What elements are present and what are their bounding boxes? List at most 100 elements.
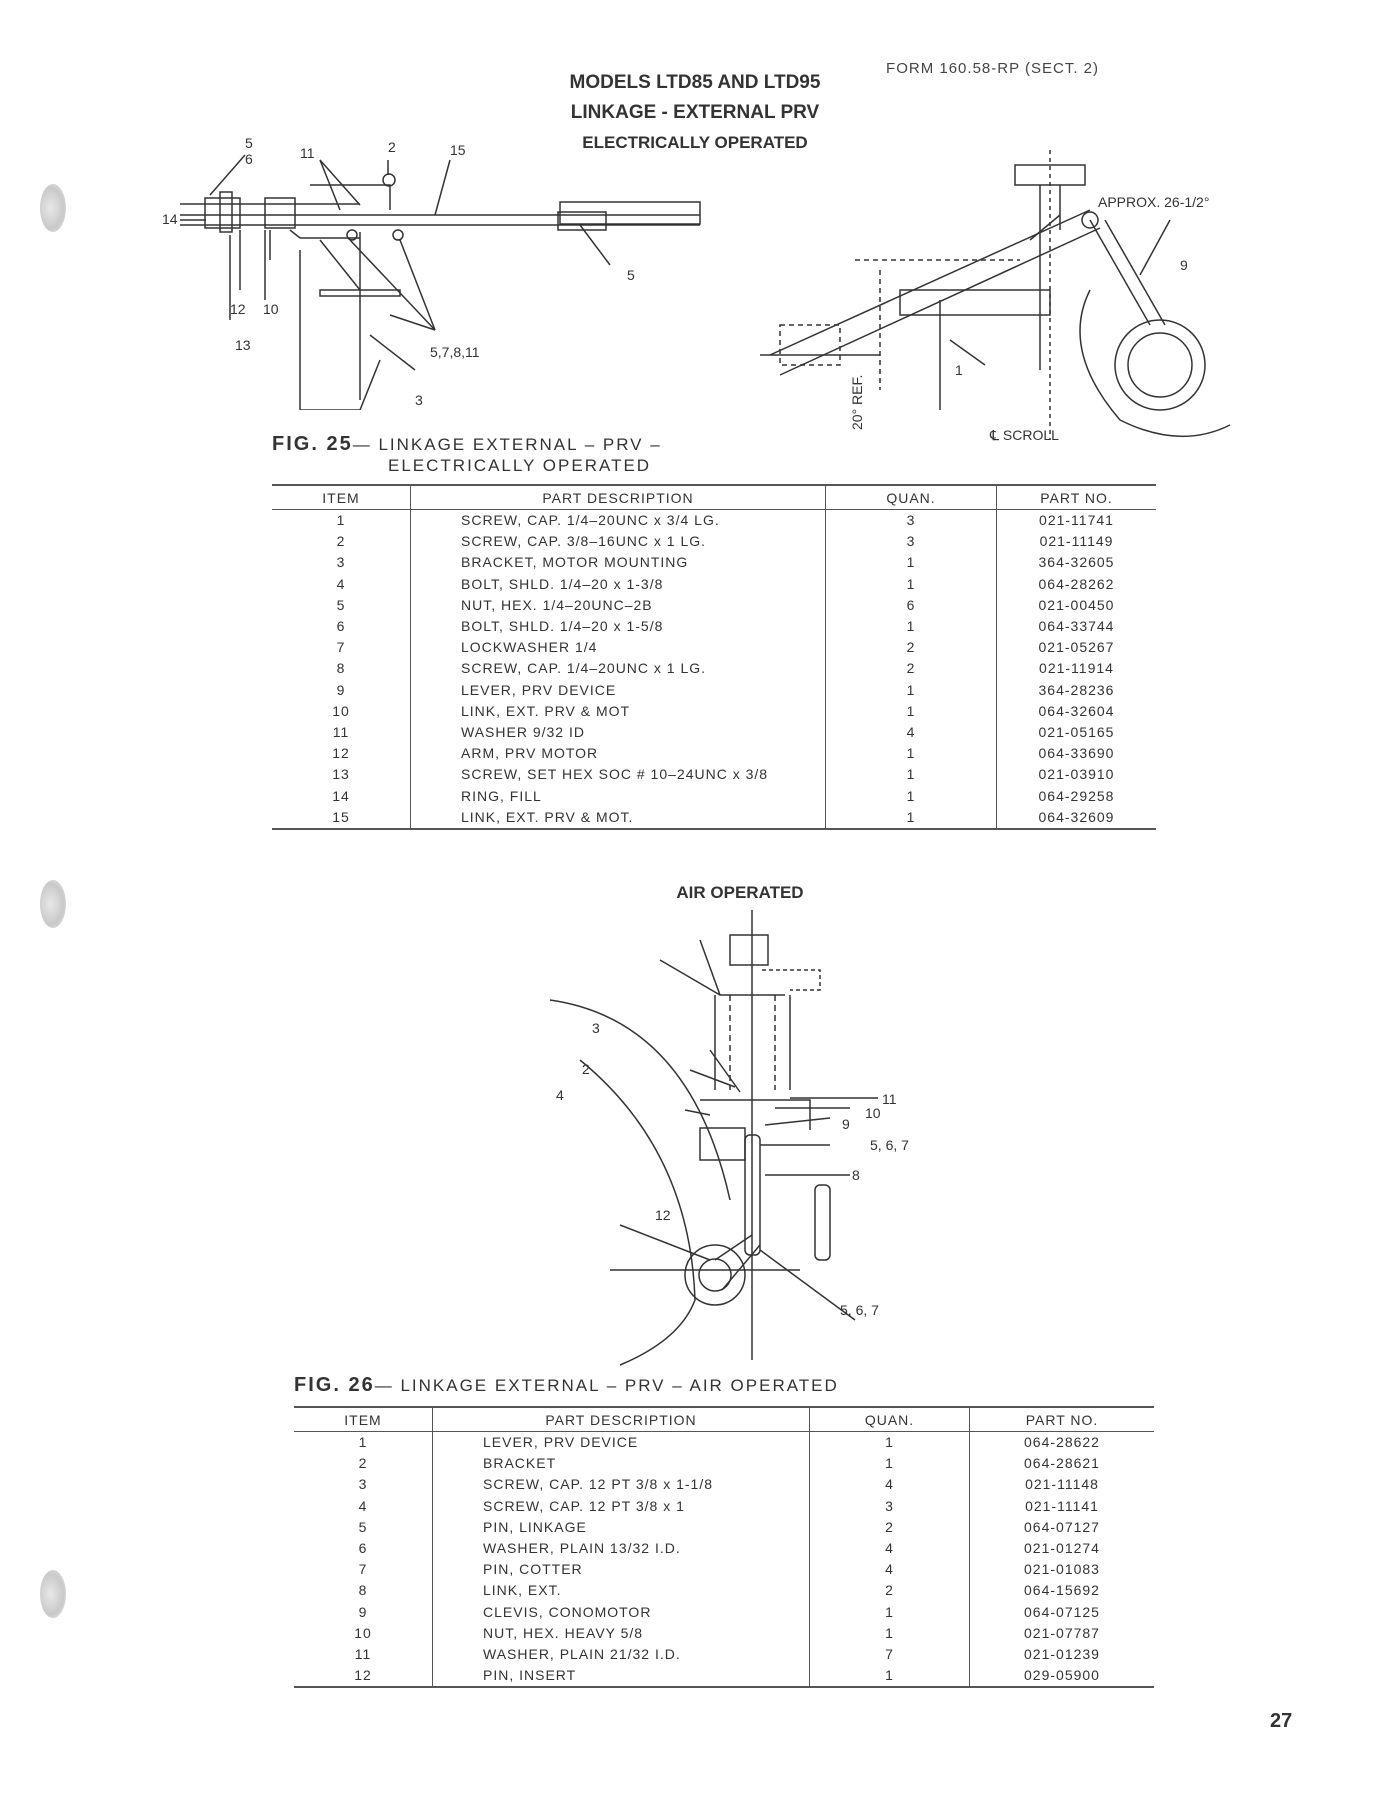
fig25-callout-5-right: 5 xyxy=(627,267,635,283)
cell-quantity: 2 xyxy=(825,637,997,659)
fig26-callout-4: 4 xyxy=(556,1087,564,1103)
cell-item: 5 xyxy=(336,596,346,613)
cell-item: 2 xyxy=(358,1455,368,1472)
cell-item: 13 xyxy=(332,766,350,783)
cell-quantity: 4 xyxy=(809,1474,970,1496)
cell-quantity: 3 xyxy=(825,531,997,553)
col-header-part-no: PART NO. xyxy=(969,1406,1154,1432)
fig26-title: AIR OPERATED xyxy=(676,883,804,902)
cell-description: LINK, EXT. PRV & MOT. xyxy=(410,806,826,831)
cell-item: 12 xyxy=(294,1665,433,1689)
cell-description: RING, FILL xyxy=(410,785,826,807)
binder-hole-bottom xyxy=(40,1570,66,1618)
fig26-callout-11: 11 xyxy=(882,1091,897,1107)
cell-item: 6 xyxy=(336,618,346,635)
cell-quantity: 7 xyxy=(809,1644,970,1666)
cell-description: PIN, INSERT xyxy=(432,1665,810,1689)
fig26-callout-9: 9 xyxy=(842,1116,850,1132)
cell-quantity: 1 xyxy=(825,700,997,723)
binder-hole-top xyxy=(40,184,66,232)
cell-quantity: 1 xyxy=(809,1453,970,1475)
cell-part-no: 021-01239 xyxy=(969,1644,1154,1666)
cell-part-no: 021-11914 xyxy=(996,658,1156,680)
fig26-caption-text: LINKAGE EXTERNAL – PRV – AIR OPERATED xyxy=(400,1376,839,1395)
cell-item: 9 xyxy=(336,681,346,698)
cell-description: LOCKWASHER 1/4 xyxy=(410,637,826,659)
cell-item: 1 xyxy=(358,1434,368,1450)
fig25-left-drawing: 5 6 11 2 15 14 12 10 13 5,7,8,11 3 5 xyxy=(162,135,701,410)
cell-item: 10 xyxy=(332,702,350,719)
fig25-callout-5: 5 xyxy=(245,135,253,151)
cell-quantity: 1 xyxy=(825,679,997,701)
col-header-description: PART DESCRIPTION xyxy=(432,1406,810,1432)
cell-part-no: 064-28262 xyxy=(996,573,1156,595)
cell-part-no: 064-15692 xyxy=(969,1580,1154,1602)
cell-part-no: 064-33744 xyxy=(996,616,1156,638)
cell-part-no: 064-28621 xyxy=(969,1453,1154,1475)
fig25-callout-9: 9 xyxy=(1180,257,1188,273)
fig25-angle-label: APPROX. 26-1/2° xyxy=(1098,194,1209,210)
fig26-callout-5-6-7-bottom: 5, 6, 7 xyxy=(840,1302,879,1318)
cell-item: 8 xyxy=(358,1582,368,1599)
cell-description: WASHER, PLAIN 21/32 I.D. xyxy=(432,1644,810,1666)
fig25-callout-13: 13 xyxy=(235,337,251,353)
cell-description: SCREW, CAP. 12 PT 3/8 x 1-1/8 xyxy=(432,1474,810,1496)
cell-item: 11 xyxy=(332,724,350,741)
fig25-callout-1: 1 xyxy=(955,362,963,378)
cell-quantity: 1 xyxy=(825,806,997,831)
cell-item: 12 xyxy=(332,745,350,762)
fig25-callout-5-7-8-11: 5,7,8,11 xyxy=(430,344,480,360)
page-number: 27 xyxy=(1270,1710,1293,1732)
cell-description: NUT, HEX. 1/4–20UNC–2B xyxy=(410,594,826,617)
cell-part-no: 064-28622 xyxy=(969,1431,1154,1454)
cell-description: ARM, PRV MOTOR xyxy=(410,743,826,765)
cell-part-no: 021-03910 xyxy=(996,764,1156,786)
cell-quantity: 1 xyxy=(825,743,997,765)
cell-description: SCREW, CAP. 1/4–20UNC x 3/4 LG. xyxy=(410,509,826,532)
cell-item: 2 xyxy=(336,533,346,550)
cell-quantity: 1 xyxy=(809,1622,970,1645)
cell-item: 3 xyxy=(336,554,346,571)
fig25-ref-angle-label: 20° REF. xyxy=(849,375,865,430)
cell-part-no: 021-07787 xyxy=(969,1622,1154,1645)
fig25-callout-3: 3 xyxy=(415,392,423,408)
cell-item: 8 xyxy=(336,660,346,677)
cell-quantity: 1 xyxy=(809,1431,970,1454)
cell-quantity: 1 xyxy=(809,1665,970,1689)
cell-description: CLEVIS, CONOMOTOR xyxy=(432,1601,810,1623)
cell-part-no: 021-11149 xyxy=(996,531,1156,553)
cell-quantity: 1 xyxy=(825,764,997,786)
cell-description: BOLT, SHLD. 1/4–20 x 1-3/8 xyxy=(410,573,826,595)
cell-quantity: 4 xyxy=(809,1559,970,1581)
fig25-caption-text-2: ELECTRICALLY OPERATED xyxy=(388,456,652,475)
cell-part-no: 021-01274 xyxy=(969,1538,1154,1560)
fig25-caption-text: LINKAGE EXTERNAL – PRV – xyxy=(378,435,662,454)
cell-part-no: 064-29258 xyxy=(996,785,1156,807)
fig25-scroll-label: ℄ SCROLL xyxy=(989,427,1059,443)
cell-part-no: 021-11141 xyxy=(969,1495,1154,1517)
cell-description: BRACKET, MOTOR MOUNTING xyxy=(410,552,826,574)
cell-quantity: 1 xyxy=(825,573,997,595)
cell-part-no: 064-32609 xyxy=(996,806,1156,831)
fig25-callout-6: 6 xyxy=(245,151,253,167)
cell-part-no: 021-00450 xyxy=(996,594,1156,617)
cell-description: NUT, HEX. HEAVY 5/8 xyxy=(432,1622,810,1645)
col-header-description: PART DESCRIPTION xyxy=(410,484,826,510)
cell-description: BRACKET xyxy=(432,1453,810,1475)
form-reference: FORM 160.58-RP (SECT. 2) xyxy=(886,60,1099,77)
fig26-callout-3: 3 xyxy=(592,1020,600,1036)
cell-quantity: 6 xyxy=(825,594,997,617)
cell-quantity: 1 xyxy=(825,616,997,638)
cell-description: LEVER, PRV DEVICE xyxy=(432,1431,810,1454)
